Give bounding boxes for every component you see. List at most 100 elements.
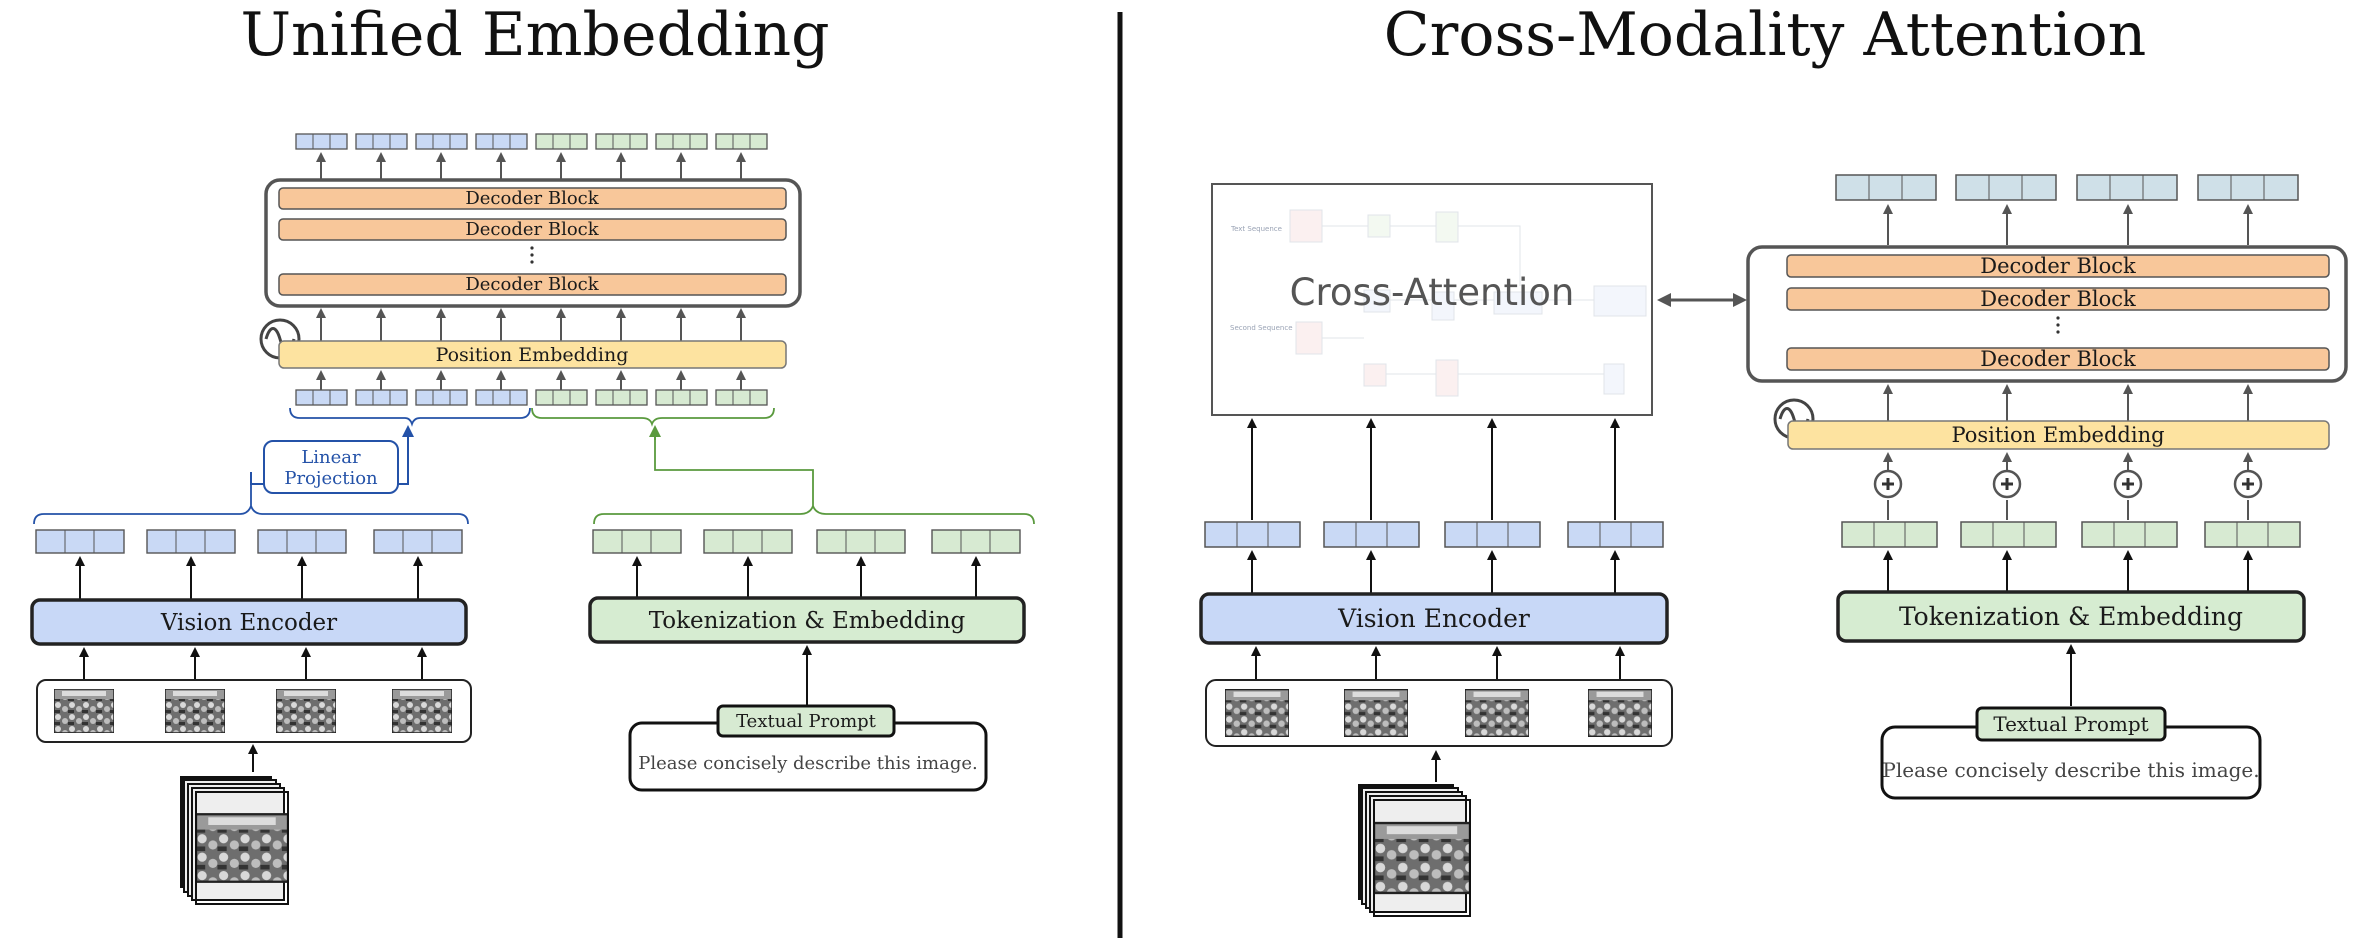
- right-output-tokens: [1835, 174, 2299, 201]
- image-thumbnail-icon: [165, 689, 225, 733]
- image-token: [1323, 521, 1420, 548]
- left-image-tokens: [35, 529, 463, 554]
- text-token: [1960, 521, 2057, 548]
- vision-encoder-label: Vision Encoder: [160, 610, 337, 636]
- output-token-blue: [295, 133, 348, 150]
- prompt-text: Please concisely describe this image.: [1882, 758, 2259, 782]
- right-decoder-block-1: Decoder Block: [1786, 254, 2330, 278]
- green-brace-lower: [593, 432, 1035, 525]
- output-token-green: [595, 133, 648, 150]
- left-decoder-block-2: Decoder Block: [278, 218, 787, 241]
- merged-token-green: [535, 389, 588, 406]
- right-position-embedding: Position Embedding: [1787, 420, 2330, 450]
- left-input-image-stack: [180, 776, 289, 905]
- plus-circle-icon: [1873, 469, 1903, 499]
- tokenization-label: Tokenization & Embedding: [649, 608, 966, 634]
- text-token: [931, 529, 1021, 554]
- faint-label: Second Sequence: [1230, 324, 1293, 332]
- right-tokenization: Tokenization & Embedding: [1836, 590, 2306, 643]
- left-prompt-box: Textual Prompt Please concisely describe…: [628, 704, 988, 792]
- left-patch-container: [36, 679, 472, 743]
- output-token-blue: [355, 133, 408, 150]
- merged-token-green: [595, 389, 648, 406]
- right-decoder-block-2: Decoder Block: [1786, 287, 2330, 311]
- tokenization-label: Tokenization & Embedding: [1899, 602, 2243, 631]
- merged-token-green: [715, 389, 768, 406]
- decoder-block-label: Decoder Block: [465, 274, 599, 295]
- cross-attention-label: Cross-Attention: [1290, 271, 1575, 314]
- right-text-tokens: [1841, 521, 2301, 548]
- cross-attention-box: Text Sequence Second Sequence Cross-Atte…: [1211, 183, 1653, 416]
- left-decoder-block-1: Decoder Block: [278, 187, 787, 210]
- text-token: [592, 529, 682, 554]
- right-input-image-stack: [1358, 784, 1471, 917]
- merged-token-blue: [355, 389, 408, 406]
- image-thumbnail-icon: [276, 689, 336, 733]
- textual-prompt-label: Textual Prompt: [1993, 712, 2148, 736]
- blue-lower-brace: [33, 472, 469, 525]
- green-brace: [531, 407, 775, 427]
- left-ellipsis: [530, 246, 534, 264]
- text-token: [2204, 521, 2301, 548]
- image-token: [373, 529, 463, 554]
- output-token-green: [715, 133, 768, 150]
- linear-projection-line2: Projection: [284, 468, 378, 489]
- output-token-green: [655, 133, 708, 150]
- merged-token-blue: [295, 389, 348, 406]
- image-thumbnail-icon: [54, 689, 114, 733]
- left-decoder-block-3: Decoder Block: [278, 273, 787, 296]
- right-pos-arrows: [1883, 384, 2253, 421]
- right-plus-arrows: [1883, 452, 2253, 520]
- image-token: [1444, 521, 1541, 548]
- left-position-embedding: Position Embedding: [278, 340, 787, 369]
- image-thumbnail-icon: [1225, 689, 1289, 737]
- left-vision-encoder: Vision Encoder: [30, 598, 468, 646]
- left-encoder-arrows: [75, 556, 981, 600]
- decoder-block-label: Decoder Block: [465, 188, 599, 209]
- plus-circle-icon: [2233, 469, 2263, 499]
- linear-projection-box: Linear Projection: [263, 440, 399, 494]
- image-thumbnail-icon: [1588, 689, 1652, 737]
- output-token-teal: [1835, 174, 1937, 201]
- image-token: [146, 529, 236, 554]
- merged-token-blue: [475, 389, 528, 406]
- right-vision-encoder: Vision Encoder: [1199, 592, 1669, 645]
- image-token: [1567, 521, 1664, 548]
- text-token: [1841, 521, 1938, 548]
- right-encoder-arrows: [1247, 550, 2253, 594]
- output-token-blue: [475, 133, 528, 150]
- right-decoder-block-3: Decoder Block: [1786, 347, 2330, 371]
- right-ellipsis: [2056, 316, 2060, 334]
- plus-circle-icon: [1992, 469, 2022, 499]
- image-token: [35, 529, 125, 554]
- position-embedding-label: Position Embedding: [1951, 423, 2164, 447]
- left-pos-up-arrows: [316, 370, 746, 390]
- left-tokenization: Tokenization & Embedding: [588, 596, 1026, 644]
- image-thumbnail-icon: [1465, 689, 1529, 737]
- right-prompt-box: Textual Prompt Please concisely describe…: [1880, 706, 2262, 800]
- decoder-block-label: Decoder Block: [1980, 254, 2136, 278]
- output-token-green: [535, 133, 588, 150]
- right-image-tokens: [1204, 521, 1664, 548]
- merged-token-green: [655, 389, 708, 406]
- left-output-arrows: [316, 152, 746, 180]
- decoder-block-label: Decoder Block: [1980, 347, 2136, 371]
- right-patch-container: [1205, 679, 1673, 747]
- text-token: [2081, 521, 2178, 548]
- left-title: Unified Embedding: [240, 0, 829, 70]
- right-arrows-to-cross-attention: [1247, 418, 1620, 520]
- right-title: Cross-Modality Attention: [1384, 0, 2146, 70]
- linear-projection-line1: Linear: [301, 447, 361, 468]
- prompt-text: Please concisely describe this image.: [638, 753, 978, 774]
- right-output-arrows: [1883, 204, 2253, 245]
- image-thumbnail-icon: [1344, 689, 1408, 737]
- image-token: [257, 529, 347, 554]
- right-patch-arrows: [1251, 644, 2076, 782]
- plus-circle-icon: [2113, 469, 2143, 499]
- merged-token-blue: [415, 389, 468, 406]
- left-text-tokens: [592, 529, 1021, 554]
- textual-prompt-label: Textual Prompt: [736, 711, 877, 732]
- decoder-block-label: Decoder Block: [1980, 287, 2136, 311]
- decoder-block-label: Decoder Block: [465, 219, 599, 240]
- blue-brace: [289, 407, 531, 427]
